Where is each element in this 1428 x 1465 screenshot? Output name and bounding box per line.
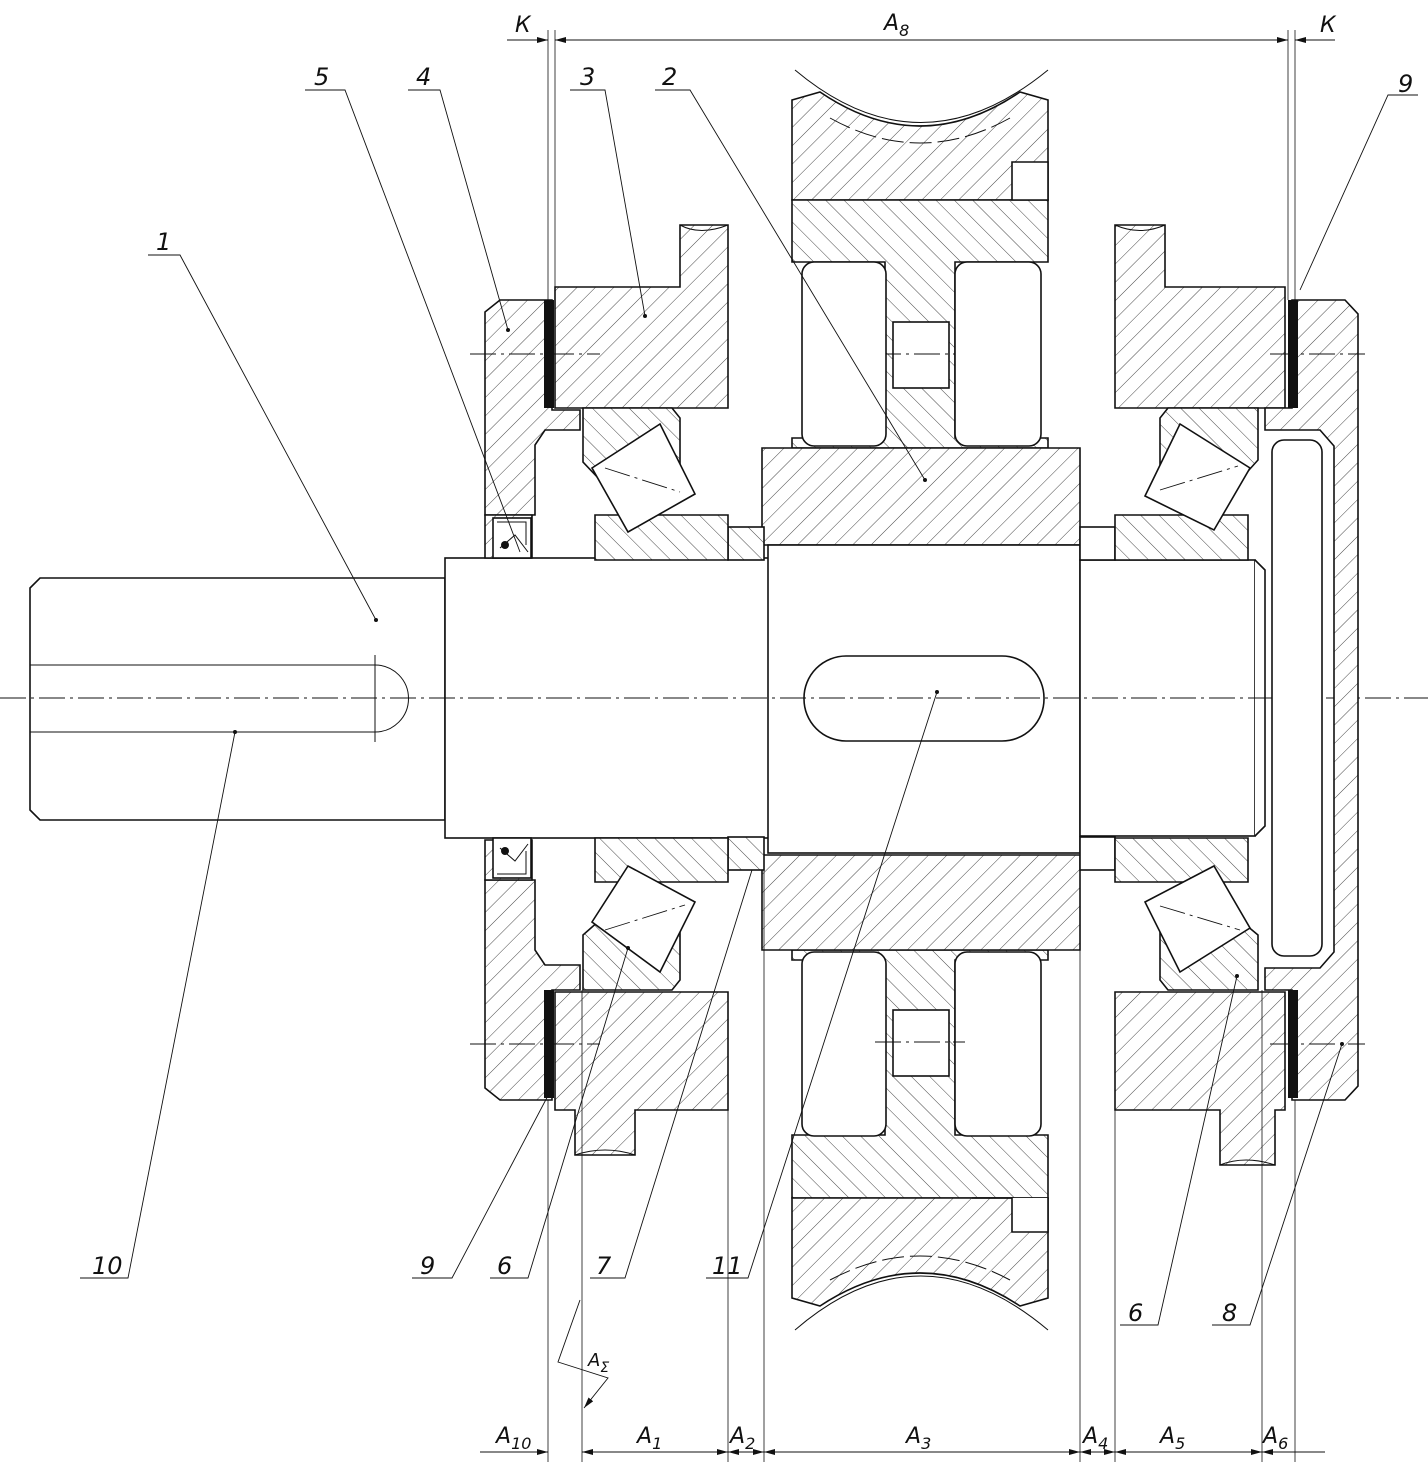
- label-part-7: 7: [596, 1252, 612, 1280]
- label-part-6-left: 6: [497, 1252, 512, 1280]
- dim-k-right: К: [1320, 13, 1337, 38]
- part-labels: 1 2 3 4 5 9 9 10 6 7 11 6 8: [92, 63, 1413, 1327]
- label-part-9-right: 9: [1398, 70, 1413, 98]
- spacer-bottom: [727, 836, 765, 871]
- shaft: [0, 544, 1428, 854]
- left-housing: [554, 224, 729, 1156]
- right-bearing: [1114, 407, 1259, 991]
- right-housing: [1114, 224, 1286, 1166]
- label-part-4: 4: [416, 63, 431, 91]
- label-part-10: 10: [92, 1252, 123, 1280]
- label-part-9-left: 9: [420, 1252, 435, 1280]
- gear-hub: [761, 447, 1081, 951]
- label-part-5: 5: [314, 63, 329, 91]
- left-bearing: [582, 407, 729, 991]
- label-part-2: 2: [662, 63, 677, 91]
- spacer-top: [727, 526, 765, 561]
- dim-a5: A5: [1158, 1424, 1185, 1453]
- gear: [791, 69, 1049, 1331]
- dim-a1: A1: [635, 1424, 662, 1453]
- dim-a2: A2: [728, 1424, 755, 1453]
- label-part-6-right: 6: [1128, 1299, 1143, 1327]
- dim-a8: A8: [882, 11, 909, 40]
- label-part-11: 11: [712, 1252, 743, 1280]
- leader-lines: [80, 89, 1418, 1326]
- dim-a4: A4: [1081, 1424, 1108, 1453]
- dimension-labels: К К A8 A10 A1 A2 A3 A4 A5 A6 AΣ: [494, 11, 1337, 1453]
- right-cover: [1264, 299, 1365, 1101]
- dimension-lines: [480, 30, 1335, 1462]
- dim-a3: A3: [904, 1424, 931, 1453]
- dim-a-sum: AΣ: [587, 1350, 609, 1376]
- dim-a6: A6: [1261, 1424, 1288, 1453]
- dim-k-left: К: [515, 13, 532, 38]
- label-part-1: 1: [156, 228, 171, 256]
- lip-seal: [492, 517, 532, 879]
- label-part-3: 3: [580, 63, 595, 91]
- dim-a10: A10: [494, 1424, 531, 1453]
- label-part-8: 8: [1222, 1299, 1237, 1327]
